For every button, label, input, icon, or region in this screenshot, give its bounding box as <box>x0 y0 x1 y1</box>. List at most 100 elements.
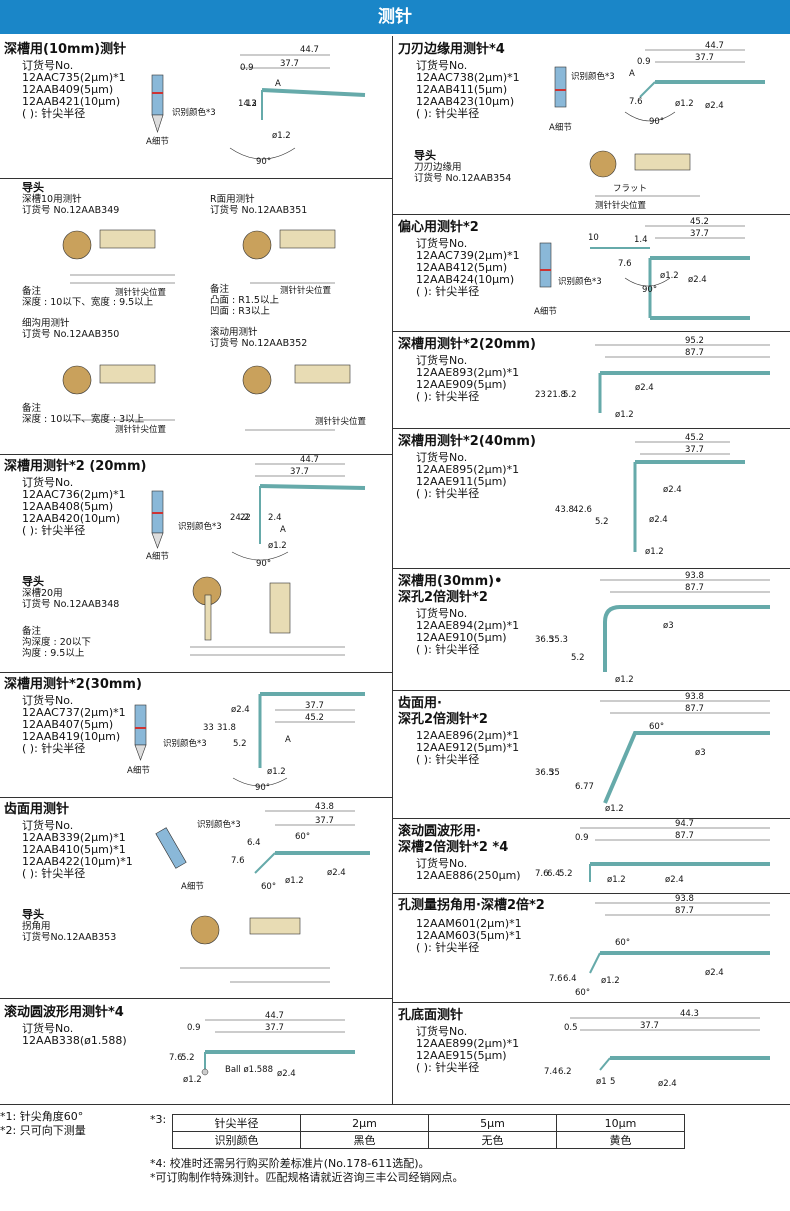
dimension-label: 44.7 <box>300 455 319 465</box>
footnote: *3: <box>150 1113 167 1126</box>
sub-order: 订货号No.12AAB353 <box>22 932 117 943</box>
order-label: 订货号No. <box>416 1025 468 1038</box>
dimension-label: 36.5 <box>535 635 554 645</box>
dimension-label: 43.8 <box>315 802 334 812</box>
dimension-label: 60° <box>615 938 630 948</box>
divider <box>0 998 392 999</box>
stylus-drawing: 93.8 87.7 ø3 36.5 35.3 5.2 ø1.2 <box>535 571 770 685</box>
order-label: 订货号No. <box>22 59 74 72</box>
dimension-label: ø2.4 <box>231 705 250 715</box>
dimension-label: Ball ø1.588 <box>225 1065 273 1075</box>
dimension-label: ø3 <box>663 621 674 631</box>
mark-label: 测针针尖位置 <box>115 424 167 435</box>
mark-label: 测针针尖位置 <box>595 200 647 211</box>
stylus-drawing: 44.3 37.7 0.5 7.4 6.2 ø1 5 ø2.4 <box>544 1009 770 1089</box>
dimension-label: 37.7 <box>305 701 324 711</box>
part-number: 12AAB419(10μm) <box>22 730 121 743</box>
detail-label: A细节 <box>127 765 150 776</box>
dimension-label: 7.6 <box>629 97 643 107</box>
guide-head-section: 导头 深槽20用 订货号 No.12AAB348 备注 沟深度 : 20以下 沟… <box>22 576 119 660</box>
note-text: 凹面 : R3以上 <box>210 306 270 317</box>
dimension-label: 45.2 <box>305 713 324 723</box>
dimension-label: 6.77 <box>575 782 594 792</box>
dimension-label: 36.5 <box>535 768 554 778</box>
guide-head-section: 导头 深槽10用测针 订货号 No.12AAB349 备注 深度 : 10以下、… <box>22 182 153 426</box>
dimension-label: 5.2 <box>559 869 573 879</box>
note: ( ): 针尖半径 <box>416 643 480 656</box>
dimension-label: 45.2 <box>690 217 709 227</box>
dimension-label: ø1.2 <box>605 804 624 814</box>
divider <box>393 893 790 894</box>
note-text: 沟深度 : 20以下 <box>22 637 91 648</box>
stylus-section: 刀刃边缘用测针*4 订货号No. 12AAC738(2μm)*1 12AAB41… <box>398 42 520 120</box>
dimension-label: ø3 <box>695 748 706 758</box>
part-number: 12AAC738(2μm)*1 <box>416 71 520 84</box>
dimension-label: 0.9 <box>240 63 254 73</box>
color-label: 识别颜色*3 <box>571 71 615 82</box>
part-number: 12AAB410(5μm)*1 <box>22 843 126 856</box>
dimension-label: ø2.4 <box>635 383 654 393</box>
dimension-label: A <box>629 69 635 79</box>
dimension-label: 93.8 <box>675 894 694 904</box>
guide-drawing: 测针针尖位置 <box>242 229 336 296</box>
part-number: 12AAC735(2μm)*1 <box>22 71 126 84</box>
section-title: 刀刃边缘用测针*4 <box>398 42 505 57</box>
dimension-label: 6.4 <box>547 869 561 879</box>
part-number: 12AAE894(2μm)*1 <box>416 619 520 632</box>
stylus-drawing: 45.2 37.7 1.4 10 7.6 ø1.2 ø2.4 90° 识别颜色*… <box>534 217 750 320</box>
dimension-label: 44.7 <box>265 1011 284 1021</box>
note: ( ): 针尖半径 <box>416 107 480 120</box>
part-number: 12AAB420(10μm) <box>22 512 121 525</box>
dimension-label: 44.7 <box>705 41 724 51</box>
divider <box>0 454 392 455</box>
part-number: 12AAB409(5μm) <box>22 83 114 96</box>
order-label: 订货号No. <box>416 857 468 870</box>
dimension-label: 45.2 <box>685 433 704 443</box>
dimension-label: 5.2 <box>233 739 247 749</box>
divider <box>393 818 790 819</box>
footnote: *2: 只可向下测量 <box>0 1124 86 1137</box>
dimension-label: 7.6 <box>549 974 563 984</box>
guide-drawing: 测针针尖位置 <box>62 229 175 298</box>
divider <box>0 672 392 673</box>
dimension-label: 87.7 <box>685 583 704 593</box>
dimension-label: 93.8 <box>685 571 704 581</box>
color-label: 识别颜色*3 <box>558 276 602 287</box>
divider <box>393 568 790 569</box>
guide-drawing: フラット 测针针尖位置 <box>589 150 700 211</box>
order-label: 订货号No. <box>22 476 74 489</box>
dimension-label: 7.6 <box>231 856 245 866</box>
dimension-label: A <box>275 79 281 89</box>
note: ( ): 针尖半径 <box>416 390 480 403</box>
stylus-section: 深槽用测针*2 (20mm) 订货号No. 12AAC736(2μm)*1 12… <box>4 459 146 537</box>
dimension-label: ø2.4 <box>705 101 724 111</box>
part-number: 12AAE886(250μm) <box>416 869 521 882</box>
dimension-label: 23 <box>535 390 546 400</box>
dimension-label: 94.7 <box>675 819 694 829</box>
dimension-label: 6.2 <box>558 1067 572 1077</box>
section-label: 导头 <box>414 149 436 162</box>
note: ( ): 针尖半径 <box>416 941 480 954</box>
table-cell: 识别颜色 <box>172 1131 301 1149</box>
dimension-label: 35 <box>549 768 560 778</box>
part-number: 12AAB424(10μm) <box>416 273 515 286</box>
part-number: 12AAE909(5μm) <box>416 378 507 391</box>
part-number: 12AAE912(5μm)*1 <box>416 741 520 754</box>
stylus-drawing: 95.2 87.7 23 21.8 5.2 ø2.4 ø1.2 <box>535 336 770 420</box>
section-title: 齿面用· <box>398 696 442 711</box>
dimension-label: 43.8 <box>555 505 574 515</box>
color-label: 识别颜色*3 <box>178 521 222 532</box>
dimension-label: 7.4 <box>544 1067 558 1077</box>
sub-order: 订货号 No.12AAB351 <box>210 205 308 216</box>
sub-name: R面用测针 <box>210 194 255 205</box>
dimension-label: 44.7 <box>300 45 319 55</box>
note-text: 沟度 : 9.5以上 <box>22 648 85 659</box>
dimension-label: 87.7 <box>675 831 694 841</box>
stylus-section: 孔底面测针 订货号No. 12AAE899(2μm)*1 12AAE915(5μ… <box>398 1008 519 1074</box>
part-number: 12AAE910(5μm) <box>416 631 507 644</box>
divider <box>393 690 790 691</box>
section-title: 深槽用测针*2(40mm) <box>398 434 536 449</box>
part-number: 12AAB422(10μm)*1 <box>22 855 133 868</box>
tip-color-table: 针尖半径 2μm 5μm 10μm 识别颜色 黑色 无色 黄色 <box>172 1114 685 1149</box>
section-title: 深孔2倍测针*2 <box>398 712 488 727</box>
